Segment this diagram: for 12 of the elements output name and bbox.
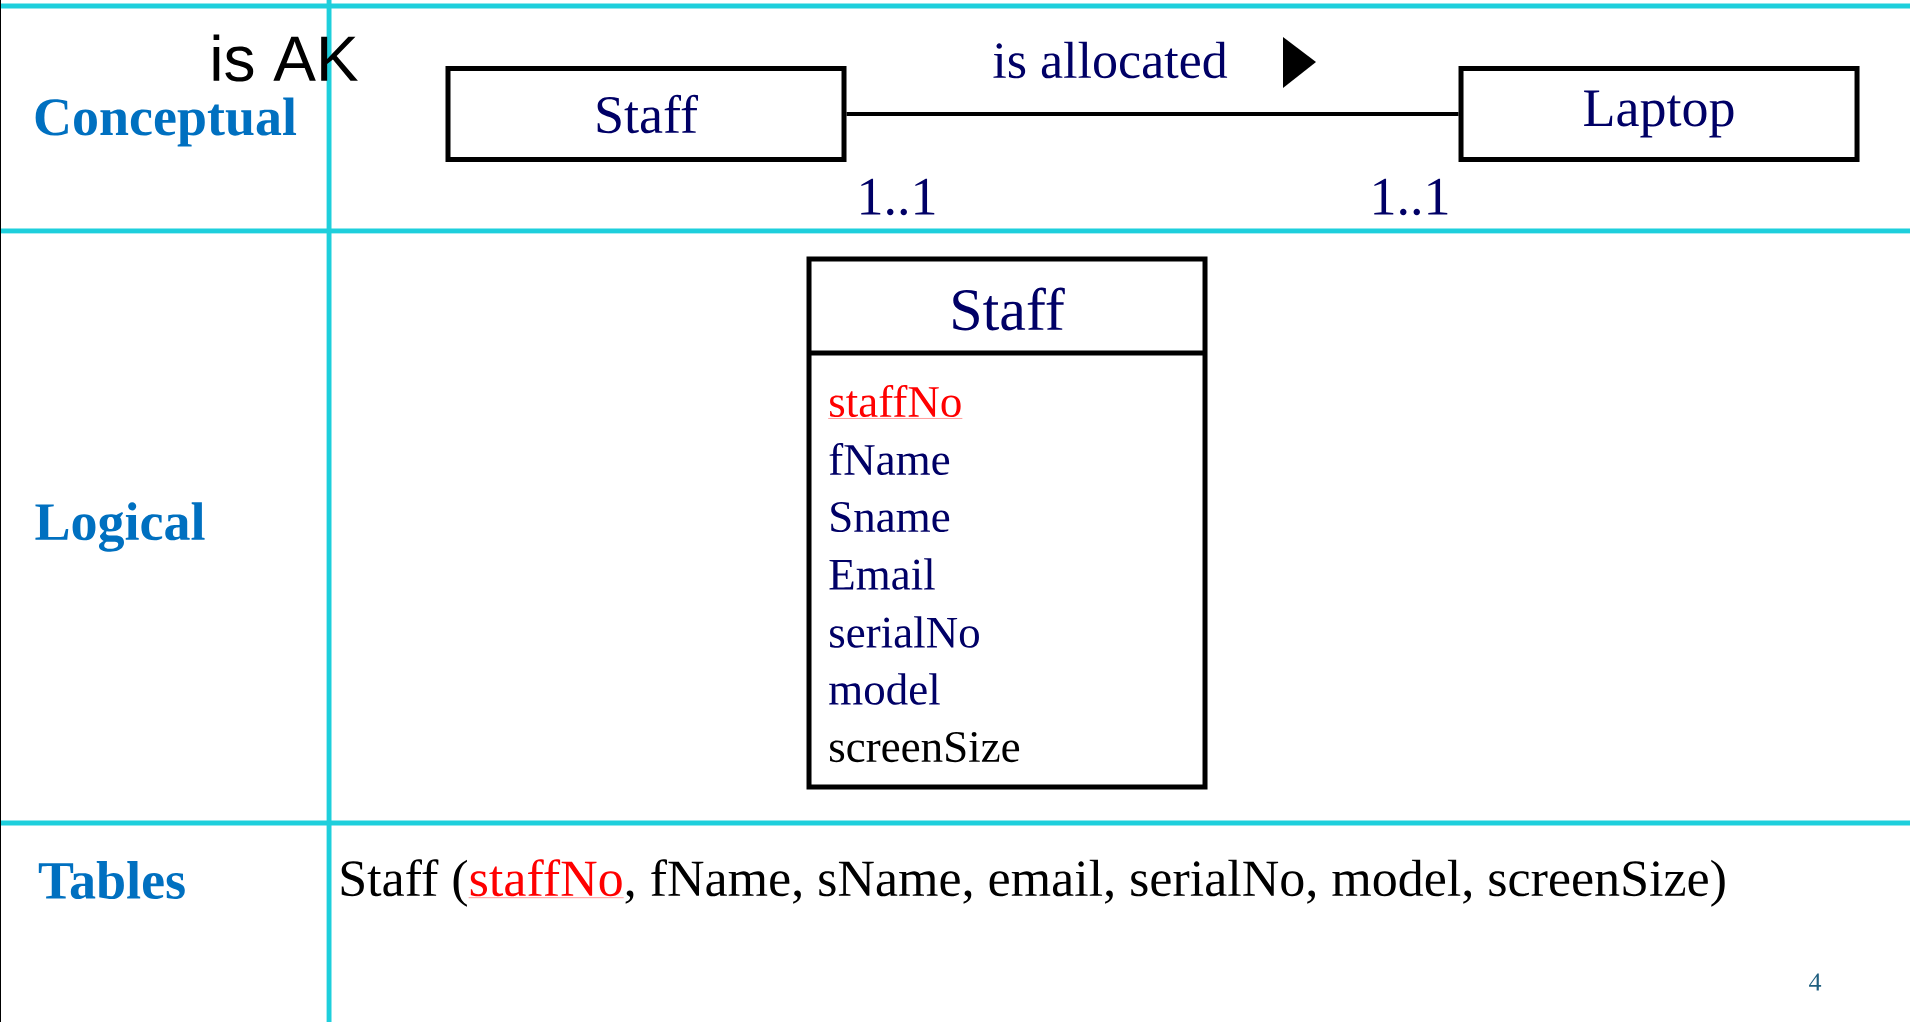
row-heading: Logical bbox=[35, 502, 205, 552]
entity-box: Laptop bbox=[1458, 66, 1860, 162]
entity-box: Staff bbox=[445, 66, 847, 162]
table-definition: Staff (staffNo, fName, sName, email, serialNo, model, screenSize) bbox=[341, 859, 1725, 907]
multiplicity-label: 1..1 bbox=[861, 178, 935, 216]
relationship-line bbox=[846, 112, 1459, 116]
multiplicity-label: 1..1 bbox=[1374, 178, 1448, 216]
edge-label: is allocated bbox=[993, 41, 1228, 79]
row-heading: Conceptual bbox=[35, 97, 297, 147]
row-heading: Tables bbox=[38, 861, 185, 899]
page-number: 4 bbox=[1809, 973, 1822, 991]
entity-table: Staff staffNo fName Sname Email serialNo model screenSize bbox=[806, 256, 1208, 790]
